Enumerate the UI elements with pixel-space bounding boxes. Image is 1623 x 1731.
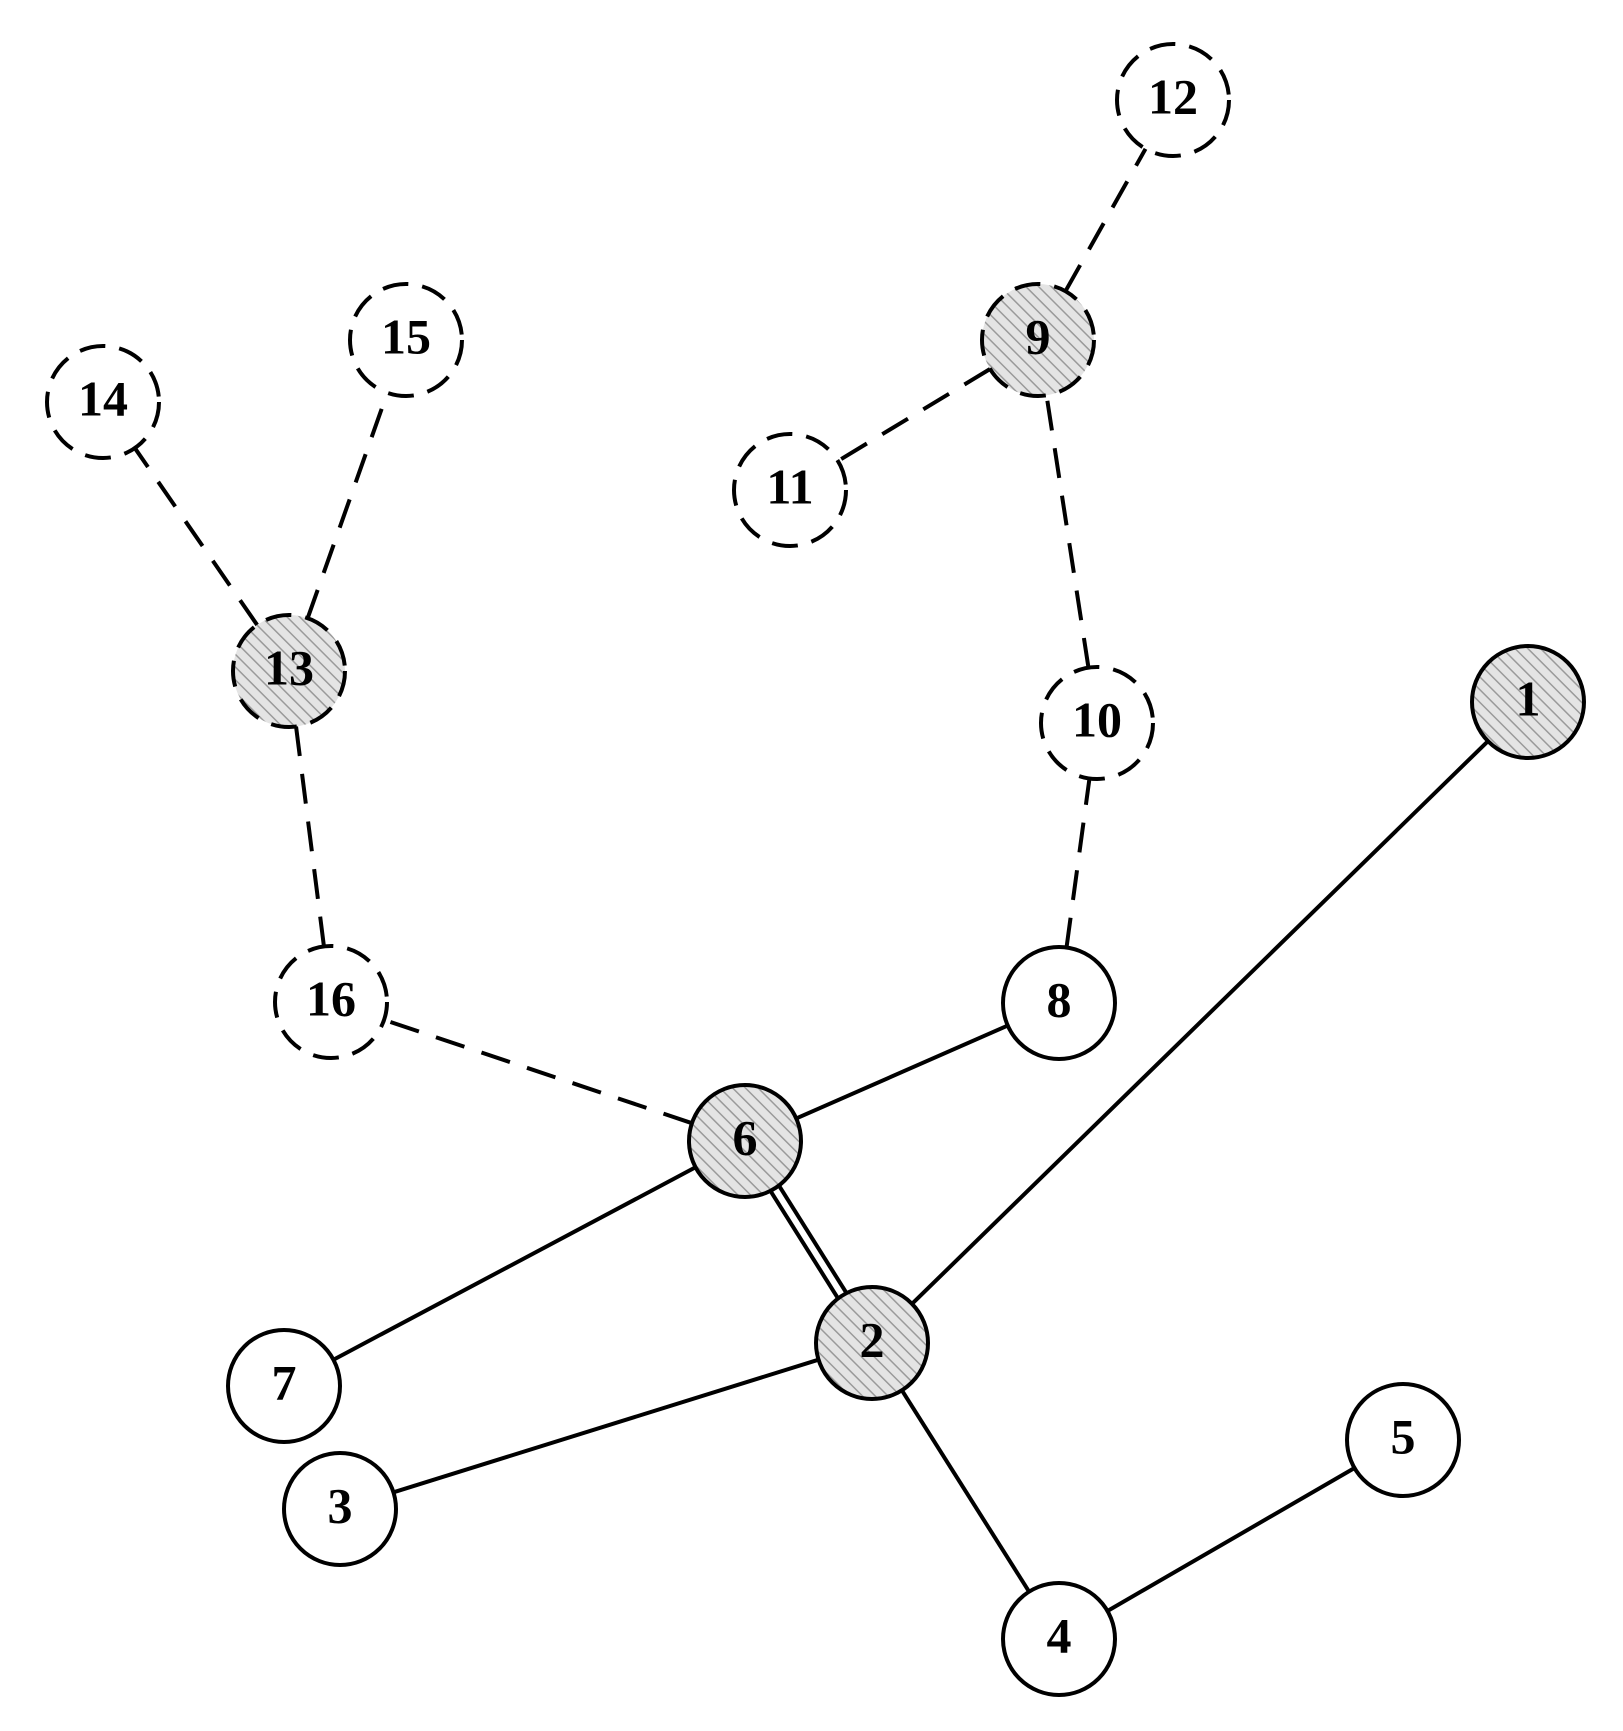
node-11-circle [732, 432, 848, 548]
node-9-label: 9 [1026, 308, 1051, 364]
node-2-label: 2 [860, 1311, 885, 1367]
edge-16-13 [294, 726, 326, 947]
node-4-label: 4 [1047, 1607, 1072, 1663]
edges-layer [133, 147, 1490, 1613]
edge-2-3 [392, 1357, 820, 1495]
node-3: 3 [282, 1451, 398, 1567]
node-13-circle [231, 613, 347, 729]
node-3-circle [282, 1451, 398, 1567]
node-10: 10 [1039, 665, 1155, 781]
node-8: 8 [1001, 945, 1117, 1061]
node-8-circle [1001, 945, 1117, 1061]
node-9-circle [980, 282, 1096, 398]
edge-6-16 [383, 1017, 693, 1126]
node-14-circle [45, 344, 161, 460]
node-14-label: 14 [78, 370, 128, 426]
node-15: 15 [348, 282, 464, 398]
node-16: 16 [273, 944, 389, 1060]
node-16-circle [273, 944, 389, 1060]
node-16-label: 16 [306, 970, 356, 1026]
node-5-circle [1345, 1382, 1461, 1498]
node-15-label: 15 [381, 308, 431, 364]
node-14: 14 [45, 344, 161, 460]
node-15-circle [348, 282, 464, 398]
node-6: 6 [687, 1083, 803, 1199]
node-10-circle [1039, 665, 1155, 781]
node-9: 9 [980, 282, 1096, 398]
node-11-label: 11 [766, 458, 813, 514]
edge-9-12 [1063, 147, 1148, 293]
node-1-label: 1 [1516, 670, 1541, 726]
node-6-circle [687, 1083, 803, 1199]
edge-9-11 [836, 367, 992, 463]
node-7-label: 7 [272, 1354, 297, 1410]
node-11: 11 [732, 432, 848, 548]
node-10-label: 10 [1072, 691, 1122, 747]
node-12-circle [1115, 42, 1231, 158]
edge-6-7 [332, 1165, 697, 1362]
edge-8-10 [1064, 778, 1092, 948]
node-12: 12 [1115, 42, 1231, 158]
edge-2-4 [900, 1389, 1031, 1593]
node-6-label: 6 [733, 1109, 758, 1165]
node-1-circle [1470, 644, 1586, 760]
edge-4-5 [1106, 1466, 1356, 1613]
edge-1-2 [910, 739, 1490, 1306]
node-2: 2 [814, 1285, 930, 1401]
node-4: 4 [1001, 1581, 1117, 1697]
node-13-label: 13 [264, 639, 314, 695]
node-8-label: 8 [1047, 971, 1072, 1027]
node-7: 7 [226, 1328, 342, 1444]
edge-13-14 [133, 446, 259, 627]
node-7-circle [226, 1328, 342, 1444]
edge-6-8 [795, 1023, 1009, 1121]
node-13: 13 [231, 613, 347, 729]
node-1: 1 [1470, 644, 1586, 760]
node-2-circle [814, 1285, 930, 1401]
edge-6-2 [768, 1184, 849, 1300]
node-12-label: 12 [1148, 68, 1198, 124]
node-3-label: 3 [328, 1477, 353, 1533]
edge-10-9 [1044, 395, 1091, 668]
node-5: 5 [1345, 1382, 1461, 1498]
node-4-circle [1001, 1581, 1117, 1697]
edge-13-15 [305, 392, 390, 619]
node-5-label: 5 [1391, 1408, 1416, 1464]
